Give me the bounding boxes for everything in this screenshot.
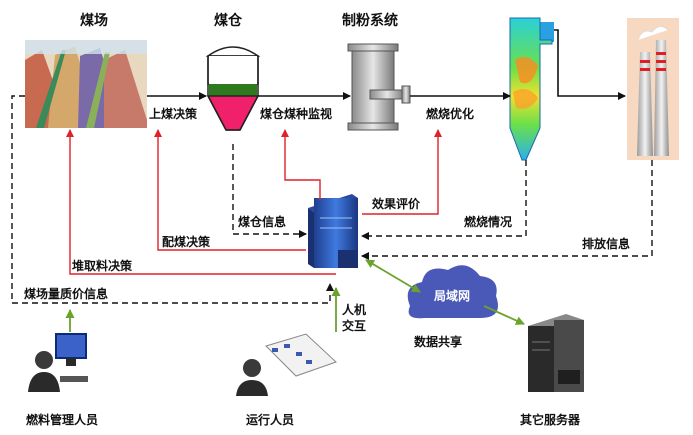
- pulverizing-system-label: 制粉系统: [342, 13, 398, 29]
- coal-yard-label: 煤场: [80, 13, 108, 29]
- data-sharing-label: 数据共享: [414, 335, 463, 349]
- stacking-reclaiming-decision-label: 堆取料决策: [72, 259, 133, 273]
- fuel-staff-label: 燃料管理人员: [26, 413, 99, 427]
- combustion-optimization-label: 燃烧优化: [426, 107, 475, 121]
- effect-evaluation-label: 效果评价: [372, 197, 421, 211]
- bunker-info-label: 煤仓信息: [238, 215, 287, 229]
- chimney-icon: [627, 18, 679, 160]
- pulverizer-icon: [347, 43, 411, 131]
- boiler-furnace-icon: [509, 17, 554, 161]
- human-machine-interaction-label: 人机 交互: [342, 303, 367, 334]
- lan-label: 局域网: [434, 289, 471, 303]
- network-green-lines: [65, 259, 525, 332]
- operator-person-icon: [236, 333, 337, 396]
- combustion-status-label: 燃烧情况: [464, 215, 513, 229]
- coal-loading-decision-label: 上煤决策: [149, 107, 198, 121]
- coal-bunker-icon: [205, 46, 261, 131]
- bunker-coal-monitoring-label: 煤仓煤种监视: [260, 107, 333, 121]
- emission-info-label: 排放信息: [582, 237, 631, 251]
- other-servers-label: 其它服务器: [520, 413, 581, 427]
- main-flow-arrows: [147, 29, 626, 100]
- other-server-icon: [528, 314, 584, 392]
- lan-cloud-icon: [407, 265, 498, 319]
- coal-yard-image: [25, 40, 147, 128]
- info-dashed-lines: [11, 95, 653, 304]
- fuel-staff-person-icon: [28, 333, 88, 392]
- central-server-icon: [308, 194, 358, 268]
- operators-label: 运行人员: [246, 413, 295, 427]
- blending-decision-label: 配煤决策: [162, 235, 211, 249]
- coal-bunker-label: 煤仓: [214, 13, 242, 29]
- coal-yard-quality-price-label: 煤场量质价信息: [24, 287, 109, 301]
- control-red-lines: [66, 129, 442, 275]
